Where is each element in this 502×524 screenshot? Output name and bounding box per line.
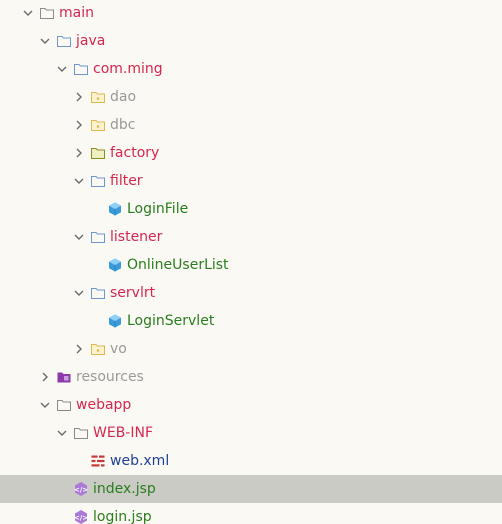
java-class-icon bbox=[107, 201, 123, 217]
chevron-right-icon[interactable] bbox=[72, 146, 86, 160]
chevron-down-icon[interactable] bbox=[38, 34, 52, 48]
chevron-down-icon[interactable] bbox=[38, 398, 52, 412]
tree-row-servlrt[interactable]: servlrt bbox=[0, 279, 502, 307]
tree-row-factory[interactable]: factory bbox=[0, 139, 502, 167]
chevron-right-icon[interactable] bbox=[72, 342, 86, 356]
tree-item-label: dbc bbox=[110, 117, 136, 133]
tree-row-vo[interactable]: vo bbox=[0, 335, 502, 363]
tree-item-label: web.xml bbox=[110, 453, 170, 469]
tree-row-dbc[interactable]: dbc bbox=[0, 111, 502, 139]
jsp-file-icon: </> bbox=[73, 509, 89, 524]
package-folder-icon bbox=[90, 285, 106, 301]
package-folder-icon bbox=[90, 173, 106, 189]
folder-icon bbox=[73, 425, 89, 441]
java-class-icon bbox=[107, 313, 123, 329]
chevron-down-icon[interactable] bbox=[72, 286, 86, 300]
tree-item-label: dao bbox=[110, 89, 137, 105]
tree-row-filter[interactable]: filter bbox=[0, 167, 502, 195]
tree-item-label: vo bbox=[110, 341, 127, 357]
tree-item-label: com.ming bbox=[93, 61, 163, 77]
resources-folder-icon bbox=[56, 369, 72, 385]
chevron-down-icon[interactable] bbox=[72, 174, 86, 188]
chevron-right-icon[interactable] bbox=[72, 90, 86, 104]
chevron-down-icon[interactable] bbox=[72, 230, 86, 244]
package-folder-icon bbox=[90, 89, 106, 105]
svg-text:</>: </> bbox=[74, 514, 88, 522]
java-class-icon bbox=[107, 257, 123, 273]
chevron-down-icon[interactable] bbox=[55, 426, 69, 440]
package-folder-icon bbox=[90, 117, 106, 133]
tree-row-resources[interactable]: resources bbox=[0, 363, 502, 391]
source-folder-icon bbox=[56, 33, 72, 49]
tree-row-webapp[interactable]: webapp bbox=[0, 391, 502, 419]
tree-item-label: OnlineUserList bbox=[127, 257, 229, 273]
folder-icon bbox=[56, 397, 72, 413]
tree-item-label: WEB-INF bbox=[93, 425, 153, 441]
tree-row-loginfile[interactable]: LoginFile bbox=[0, 195, 502, 223]
tree-item-label: servlrt bbox=[110, 285, 156, 301]
tree-item-label: webapp bbox=[76, 397, 132, 413]
tree-item-label: LoginFile bbox=[127, 201, 189, 217]
tree-row-index-jsp[interactable]: </> index.jsp bbox=[0, 475, 502, 503]
tree-row-main[interactable]: main bbox=[0, 0, 502, 27]
chevron-right-icon[interactable] bbox=[38, 370, 52, 384]
jsp-file-icon: </> bbox=[73, 481, 89, 497]
tree-item-label: java bbox=[76, 33, 106, 49]
tree-row-loginservlet[interactable]: LoginServlet bbox=[0, 307, 502, 335]
svg-text:</>: </> bbox=[74, 486, 88, 494]
tree-row-onlineuserlist[interactable]: OnlineUserList bbox=[0, 251, 502, 279]
tree-item-label: main bbox=[59, 5, 94, 21]
package-folder-icon bbox=[90, 229, 106, 245]
tree-item-label: listener bbox=[110, 229, 163, 245]
chevron-down-icon[interactable] bbox=[21, 6, 35, 20]
package-folder-icon bbox=[90, 145, 106, 161]
tree-item-label: filter bbox=[110, 173, 143, 189]
folder-icon bbox=[39, 5, 55, 21]
tree-row-com-ming[interactable]: com.ming bbox=[0, 55, 502, 83]
tree-row-web-inf[interactable]: WEB-INF bbox=[0, 419, 502, 447]
tree-row-login-jsp[interactable]: </> login.jsp bbox=[0, 503, 502, 524]
package-folder-icon bbox=[73, 61, 89, 77]
chevron-down-icon[interactable] bbox=[55, 62, 69, 76]
chevron-right-icon[interactable] bbox=[72, 118, 86, 132]
tree-row-listener[interactable]: listener bbox=[0, 223, 502, 251]
tree-item-label: LoginServlet bbox=[127, 313, 215, 329]
tree-item-label: login.jsp bbox=[93, 509, 152, 524]
tree-row-web-xml[interactable]: web.xml bbox=[0, 447, 502, 475]
tree-item-label: resources bbox=[76, 369, 144, 385]
xml-file-icon bbox=[90, 453, 106, 469]
tree-row-dao[interactable]: dao bbox=[0, 83, 502, 111]
tree-item-label: index.jsp bbox=[93, 481, 156, 497]
tree-row-java[interactable]: java bbox=[0, 27, 502, 55]
tree-item-label: factory bbox=[110, 145, 160, 161]
package-folder-icon bbox=[90, 341, 106, 357]
